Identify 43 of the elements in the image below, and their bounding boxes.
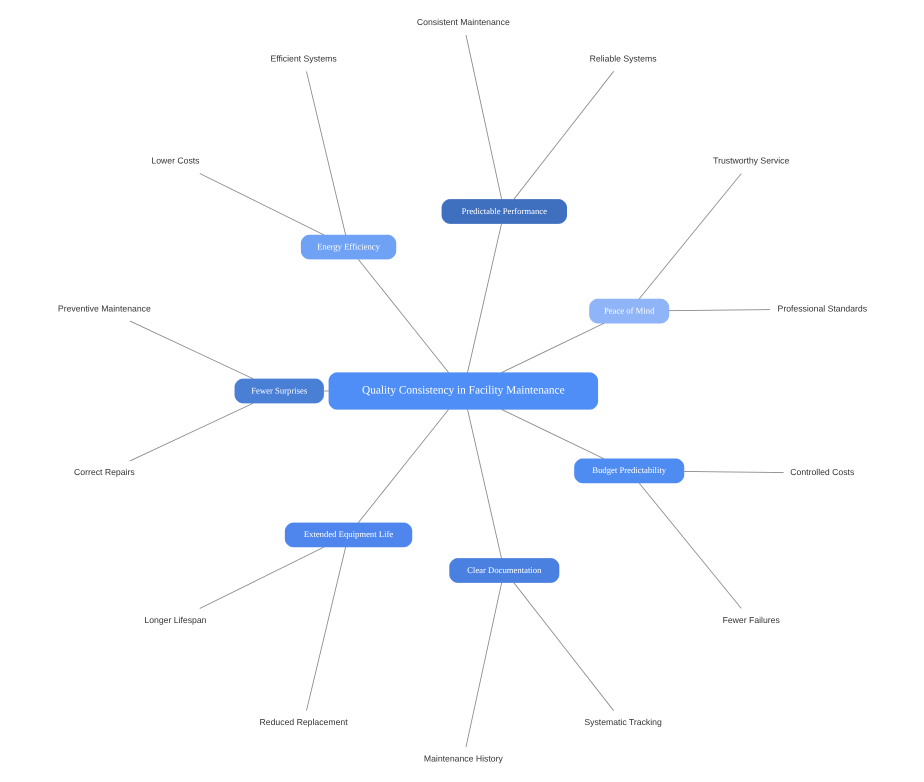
connector (129, 402, 254, 462)
connector (683, 471, 784, 473)
node-text: Reliable Systems (589, 54, 656, 64)
node-box: Quality Consistency in Facility Maintenance (328, 372, 598, 410)
connector (668, 309, 770, 312)
connector (512, 70, 614, 200)
node-box: Budget Predictability (574, 458, 684, 484)
connector (322, 390, 329, 392)
connector (357, 409, 448, 524)
node-text: Maintenance History (423, 753, 502, 764)
connector (357, 258, 448, 373)
node-text: Efficient Systems (270, 54, 336, 64)
connector (500, 322, 604, 373)
node-box: Extended Equipment Life (284, 522, 412, 548)
connector (465, 582, 502, 748)
node-text: Longer Lifespan (144, 614, 206, 625)
connector (306, 546, 346, 711)
node-text: Reduced Replacement (259, 717, 348, 728)
node-text: Preventive Maintenance (57, 303, 150, 314)
node-text: Controlled Costs (790, 467, 854, 478)
node-text: Trustworthy Service (712, 156, 789, 166)
connector (198, 173, 324, 236)
connector (306, 71, 346, 236)
connector (466, 223, 502, 374)
node-text: Correct Repairs (74, 467, 134, 478)
node-box: Peace of Mind (588, 298, 669, 324)
node-box: Fewer Surprises (234, 378, 324, 404)
connector (198, 546, 324, 609)
node-text: Lower Costs (150, 156, 200, 166)
connector (638, 482, 742, 609)
connector (512, 582, 614, 712)
node-text: Systematic Tracking (584, 717, 662, 728)
node-box: Clear Documentation (448, 558, 559, 583)
connector (129, 320, 254, 380)
node-text: Fewer Failures (722, 614, 780, 625)
connector (500, 409, 604, 460)
node-text: Professional Standards (777, 303, 867, 314)
connector (465, 34, 502, 200)
node-box: Predictable Performance (441, 199, 566, 224)
connector (466, 408, 502, 559)
node-text: Consistent Maintenance (416, 17, 510, 28)
connector (638, 173, 742, 300)
node-box: Energy Efficiency (300, 234, 396, 260)
